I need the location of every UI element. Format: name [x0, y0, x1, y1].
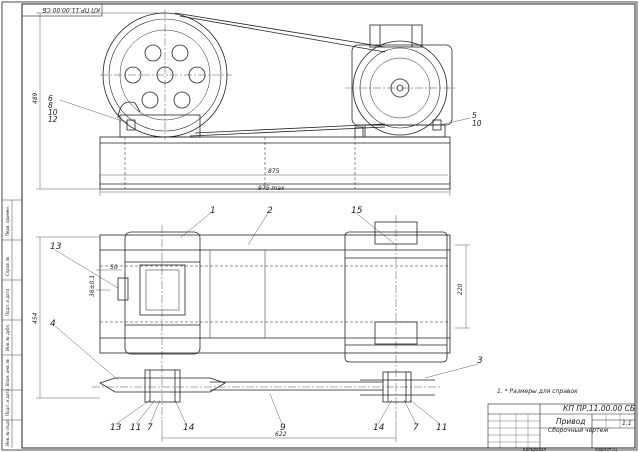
callout-10-right: 10	[472, 119, 482, 128]
callout-11-right: 11	[436, 423, 447, 433]
side-strip-cell-1: Перв. примен.	[5, 206, 10, 236]
dim-height-454: 454	[32, 312, 39, 324]
dim-622: 622	[275, 431, 287, 438]
callout-12: 12	[48, 115, 58, 124]
front-dimensions	[36, 12, 471, 196]
side-strip-cell-5: Взам. инв. №	[5, 359, 10, 386]
callout-10: 10	[48, 108, 58, 117]
plan-large-pulley	[99, 377, 226, 393]
callout-3: 3	[477, 356, 483, 366]
callout-13-bottom: 13	[110, 423, 122, 433]
side-strip-cell-3: Подп. и дата	[5, 288, 10, 316]
callout-11-bottom: 11	[130, 423, 141, 433]
title-block	[487, 403, 636, 449]
callout-13: 13	[50, 242, 62, 252]
dim-975: 975 max	[258, 185, 285, 192]
rotated-code-box	[21, 3, 103, 17]
belt-upper	[174, 12, 386, 48]
title-block-title: Привод	[556, 417, 585, 426]
motor-body	[351, 44, 453, 126]
callout-4: 4	[50, 319, 56, 329]
side-strip-cell-4: Инв. № дубл.	[5, 324, 10, 351]
dim-875: 875	[268, 168, 280, 175]
callout-2: 2	[267, 206, 273, 216]
large-pulley-rim	[108, 18, 222, 132]
note-text: 1. * Размеры для справок	[497, 388, 578, 395]
title-block-format: Формат А1	[595, 447, 618, 452]
plan-gearbox	[124, 231, 201, 355]
dim-50: 50	[110, 264, 118, 271]
side-strip-cell-6: Подп. и дата	[5, 388, 10, 416]
title-block-subtitle: Сборочный чертеж	[548, 427, 609, 434]
inner-frame	[21, 3, 636, 449]
callout-1: 1	[210, 206, 216, 216]
callout-8: 8	[48, 101, 53, 110]
callout-7-right: 7	[413, 423, 419, 433]
front-view	[99, 10, 455, 190]
front-base-frame	[99, 136, 451, 190]
dim-36: 36±0.1	[89, 275, 96, 297]
belt-lower	[189, 126, 386, 137]
plan-frame	[99, 234, 451, 354]
callout-6: 6	[48, 94, 53, 103]
side-strip-cell-7: Инв. № подл.	[5, 418, 10, 446]
title-block-scale: 1:1	[622, 420, 632, 427]
callout-7-bottom: 7	[147, 423, 153, 433]
callout-9: 9	[280, 423, 286, 433]
dim-220: 220	[457, 283, 464, 295]
title-block-copied: Копировал	[523, 447, 546, 452]
left-side-strip	[2, 199, 22, 448]
title-block-code: КП ПР.11.00.00 СБ	[563, 404, 635, 413]
callout-5: 5	[472, 111, 477, 120]
rotated-drawing-code: КП ПР.11.00.00 СБ	[42, 6, 100, 13]
plan-view	[92, 215, 451, 420]
callout-15: 15	[351, 206, 363, 216]
plan-dimensions	[36, 211, 479, 442]
side-strip-cell-2: Справ. №	[5, 257, 10, 276]
callout-14-bottom: 14	[183, 423, 195, 433]
dim-height-489: 489	[32, 92, 39, 104]
callout-14-right: 14	[373, 423, 385, 433]
